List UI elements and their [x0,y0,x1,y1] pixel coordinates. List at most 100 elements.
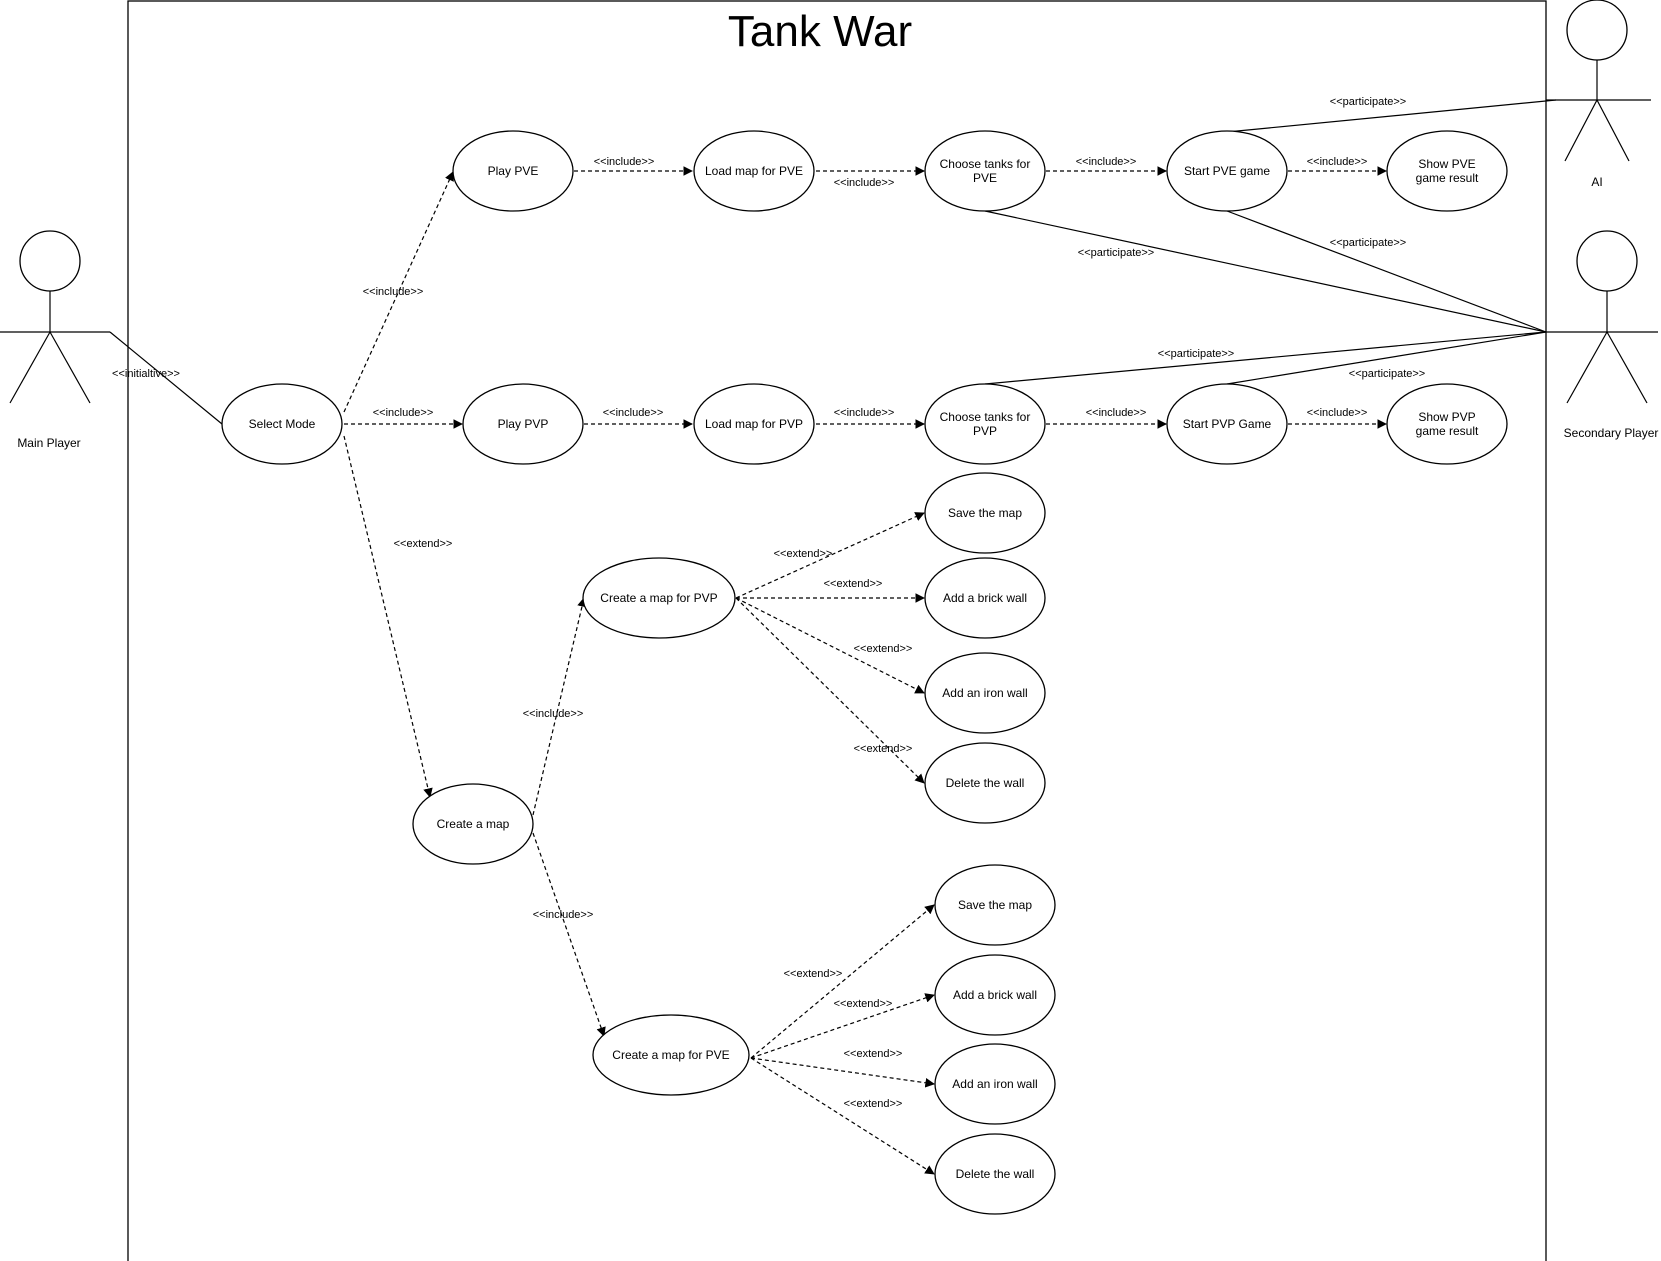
use-case-load-map-pve[interactable]: Load map for PVE [693,130,815,212]
svg-text:game result: game result [1416,424,1479,438]
svg-text:Delete the wall: Delete the wall [956,1167,1035,1181]
use-case-create-map[interactable]: Create a map [412,783,534,865]
label-extend-pve-1: <<extend>> [784,968,843,980]
extend-pve-brick-wall [750,993,935,1059]
actor-secondary-player: Secondary Player [1546,230,1659,440]
label-extend-pve-4: <<extend>> [844,1098,903,1110]
extend-pve-save-map [750,904,935,1059]
svg-text:Start PVP Game: Start PVP Game [1183,417,1272,431]
svg-text:Choose tanks for: Choose tanks for [940,410,1031,424]
svg-text:Start PVE game: Start PVE game [1184,164,1270,178]
label-initiative: <<initialtive>> [112,368,180,380]
use-case-start-pvp-game[interactable]: Start PVP Game [1166,383,1288,465]
label-include-pve-1: <<include>> [594,156,655,168]
svg-text:Add an iron wall: Add an iron wall [952,1077,1037,1091]
system-boundary [127,0,1547,1261]
participate-start-pve-ai [1226,99,1557,133]
label-include-pve-4: <<include>> [1307,156,1368,168]
extend-pve-delete-wall [750,1057,935,1175]
label-extend-select-create: <<extend>> [394,538,453,550]
include-select-play-pve [343,171,454,413]
participate-choose-tanks-pve-secondary [984,210,1547,333]
label-participate-ai: <<participate>> [1330,96,1406,108]
use-case-play-pve[interactable]: Play PVE [452,130,574,212]
svg-text:Create a map: Create a map [437,817,510,831]
label-extend-pvp-1: <<extend>> [774,548,833,560]
actor-secondary-player-label: Secondary Player [1564,426,1659,440]
label-extend-pvp-3: <<extend>> [854,643,913,655]
extend-pvp-iron-wall [735,597,925,694]
label-participate-choose-pvp: <<participate>> [1158,348,1234,360]
use-case-iron-wall-pvp[interactable]: Add an iron wall [924,652,1046,734]
label-include-select-pve: <<include>> [363,286,424,298]
label-include-create-pve: <<include>> [533,909,594,921]
use-case-show-pve-result[interactable]: Show PVE game result [1386,130,1508,212]
svg-text:Create a map for PVE: Create a map for PVE [612,1048,729,1062]
svg-text:Save the map: Save the map [958,898,1032,912]
label-include-pvp-4: <<include>> [1307,407,1368,419]
svg-text:Delete the wall: Delete the wall [946,776,1025,790]
svg-text:Add an iron wall: Add an iron wall [942,686,1027,700]
use-case-delete-wall-pvp[interactable]: Delete the wall [924,742,1046,824]
use-case-brick-wall-pve[interactable]: Add a brick wall [934,954,1056,1036]
actor-ai-label: AI [1591,175,1602,189]
label-include-pve-3: <<include>> [1076,156,1137,168]
label-extend-pvp-2: <<extend>> [824,578,883,590]
svg-text:Select Mode: Select Mode [249,417,316,431]
actor-head-icon [19,230,81,292]
svg-text:Load map for PVP: Load map for PVP [705,417,803,431]
actor-head-icon [1566,0,1628,61]
diagram-title: Tank War [728,7,912,56]
svg-text:Add a brick wall: Add a brick wall [943,591,1027,605]
svg-text:Create a map for PVP: Create a map for PVP [600,591,717,605]
extend-pvp-save-map [735,512,925,599]
label-include-select-pvp: <<include>> [373,407,434,419]
label-include-pve-2: <<include>> [834,177,895,189]
use-case-create-map-pvp[interactable]: Create a map for PVP [582,557,736,639]
use-case-play-pvp[interactable]: Play PVP [462,383,584,465]
svg-text:Show PVE: Show PVE [1418,157,1475,171]
label-include-pvp-3: <<include>> [1086,407,1147,419]
use-case-save-map-pve[interactable]: Save the map [934,864,1056,946]
svg-text:Show PVP: Show PVP [1418,410,1475,424]
use-case-choose-tanks-pvp[interactable]: Choose tanks for PVP [924,383,1046,465]
svg-text:PVP: PVP [973,424,997,438]
label-include-pvp-2: <<include>> [834,407,895,419]
extend-select-create-map [343,435,433,798]
actor-head-icon [1576,230,1638,292]
use-case-iron-wall-pve[interactable]: Add an iron wall [934,1043,1056,1125]
use-case-load-map-pvp[interactable]: Load map for PVP [693,383,815,465]
participate-start-pvp-secondary [1226,331,1547,385]
actor-main-player: Main Player [0,230,110,450]
use-case-choose-tanks-pve[interactable]: Choose tanks for PVE [924,130,1046,212]
include-create-map-pvp [532,597,587,816]
use-case-delete-wall-pve[interactable]: Delete the wall [934,1133,1056,1215]
svg-text:Choose tanks for: Choose tanks for [940,157,1031,171]
use-case-show-pvp-result[interactable]: Show PVP game result [1386,383,1508,465]
extend-pvp-delete-wall [735,597,925,784]
svg-text:Load map for PVE: Load map for PVE [705,164,803,178]
label-include-create-pvp: <<include>> [523,708,584,720]
use-case-save-map-pvp[interactable]: Save the map [924,472,1046,554]
use-case-start-pve-game[interactable]: Start PVE game [1166,130,1288,212]
assoc-main-player-select-mode [109,331,223,425]
actor-main-player-label: Main Player [17,436,80,450]
label-participate-start-pvp: <<participate>> [1349,368,1425,380]
use-case-brick-wall-pvp[interactable]: Add a brick wall [924,557,1046,639]
label-extend-pve-2: <<extend>> [834,998,893,1010]
label-participate-start-pve: <<participate>> [1330,237,1406,249]
svg-text:Save the map: Save the map [948,506,1022,520]
svg-text:game result: game result [1416,171,1479,185]
label-extend-pve-3: <<extend>> [844,1048,903,1060]
label-participate-choose-pve: <<participate>> [1078,247,1154,259]
participate-choose-tanks-pvp-secondary [984,331,1547,385]
svg-text:PVE: PVE [973,171,997,185]
svg-text:Play PVP: Play PVP [498,417,549,431]
extend-pve-iron-wall [750,1057,935,1088]
use-case-select-mode[interactable]: Select Mode [221,383,343,465]
use-case-create-map-pve[interactable]: Create a map for PVE [592,1014,750,1096]
svg-text:Play PVE: Play PVE [488,164,539,178]
svg-text:Add a brick wall: Add a brick wall [953,988,1037,1002]
